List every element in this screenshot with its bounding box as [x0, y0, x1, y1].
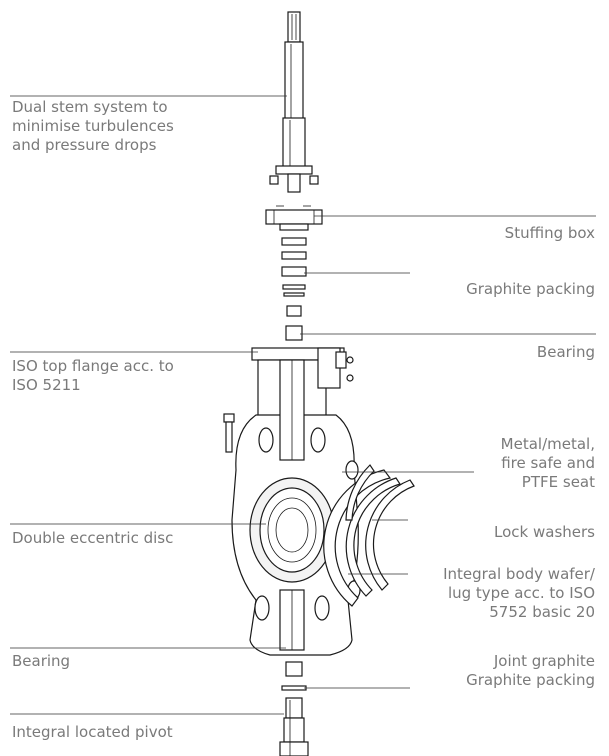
label-joint-graphite: Joint graphite Graphite packing	[466, 652, 595, 689]
label-graphite-packing-top: Graphite packing	[466, 280, 595, 298]
label-body: Integral body wafer/ lug type acc. to IS…	[443, 565, 595, 621]
packing-rings	[281, 237, 307, 317]
label-stuffing-box: Stuffing box	[504, 224, 595, 242]
upper-stem	[275, 11, 313, 193]
label-pivot: Integral located pivot	[12, 723, 173, 741]
label-dual-stem: Dual stem system to minimise turbulences…	[12, 98, 174, 154]
label-disc: Double eccentric disc	[12, 529, 174, 547]
bolt	[223, 413, 235, 453]
leader-lines	[10, 95, 596, 715]
stuffing-box-part	[265, 209, 323, 231]
label-iso-flange: ISO top flange acc. to ISO 5211	[12, 357, 174, 394]
label-seat: Metal/metal, fire safe and PTFE seat	[500, 435, 595, 491]
label-lock-washers: Lock washers	[494, 523, 595, 541]
bottom-parts	[279, 661, 309, 756]
label-bearing-bottom: Bearing	[12, 652, 71, 670]
valve-body	[231, 347, 361, 656]
top-bearing-part	[285, 325, 303, 341]
label-bearing-top: Bearing	[536, 343, 595, 361]
key-parts	[269, 175, 319, 207]
seat-and-lock-washers	[323, 464, 415, 607]
